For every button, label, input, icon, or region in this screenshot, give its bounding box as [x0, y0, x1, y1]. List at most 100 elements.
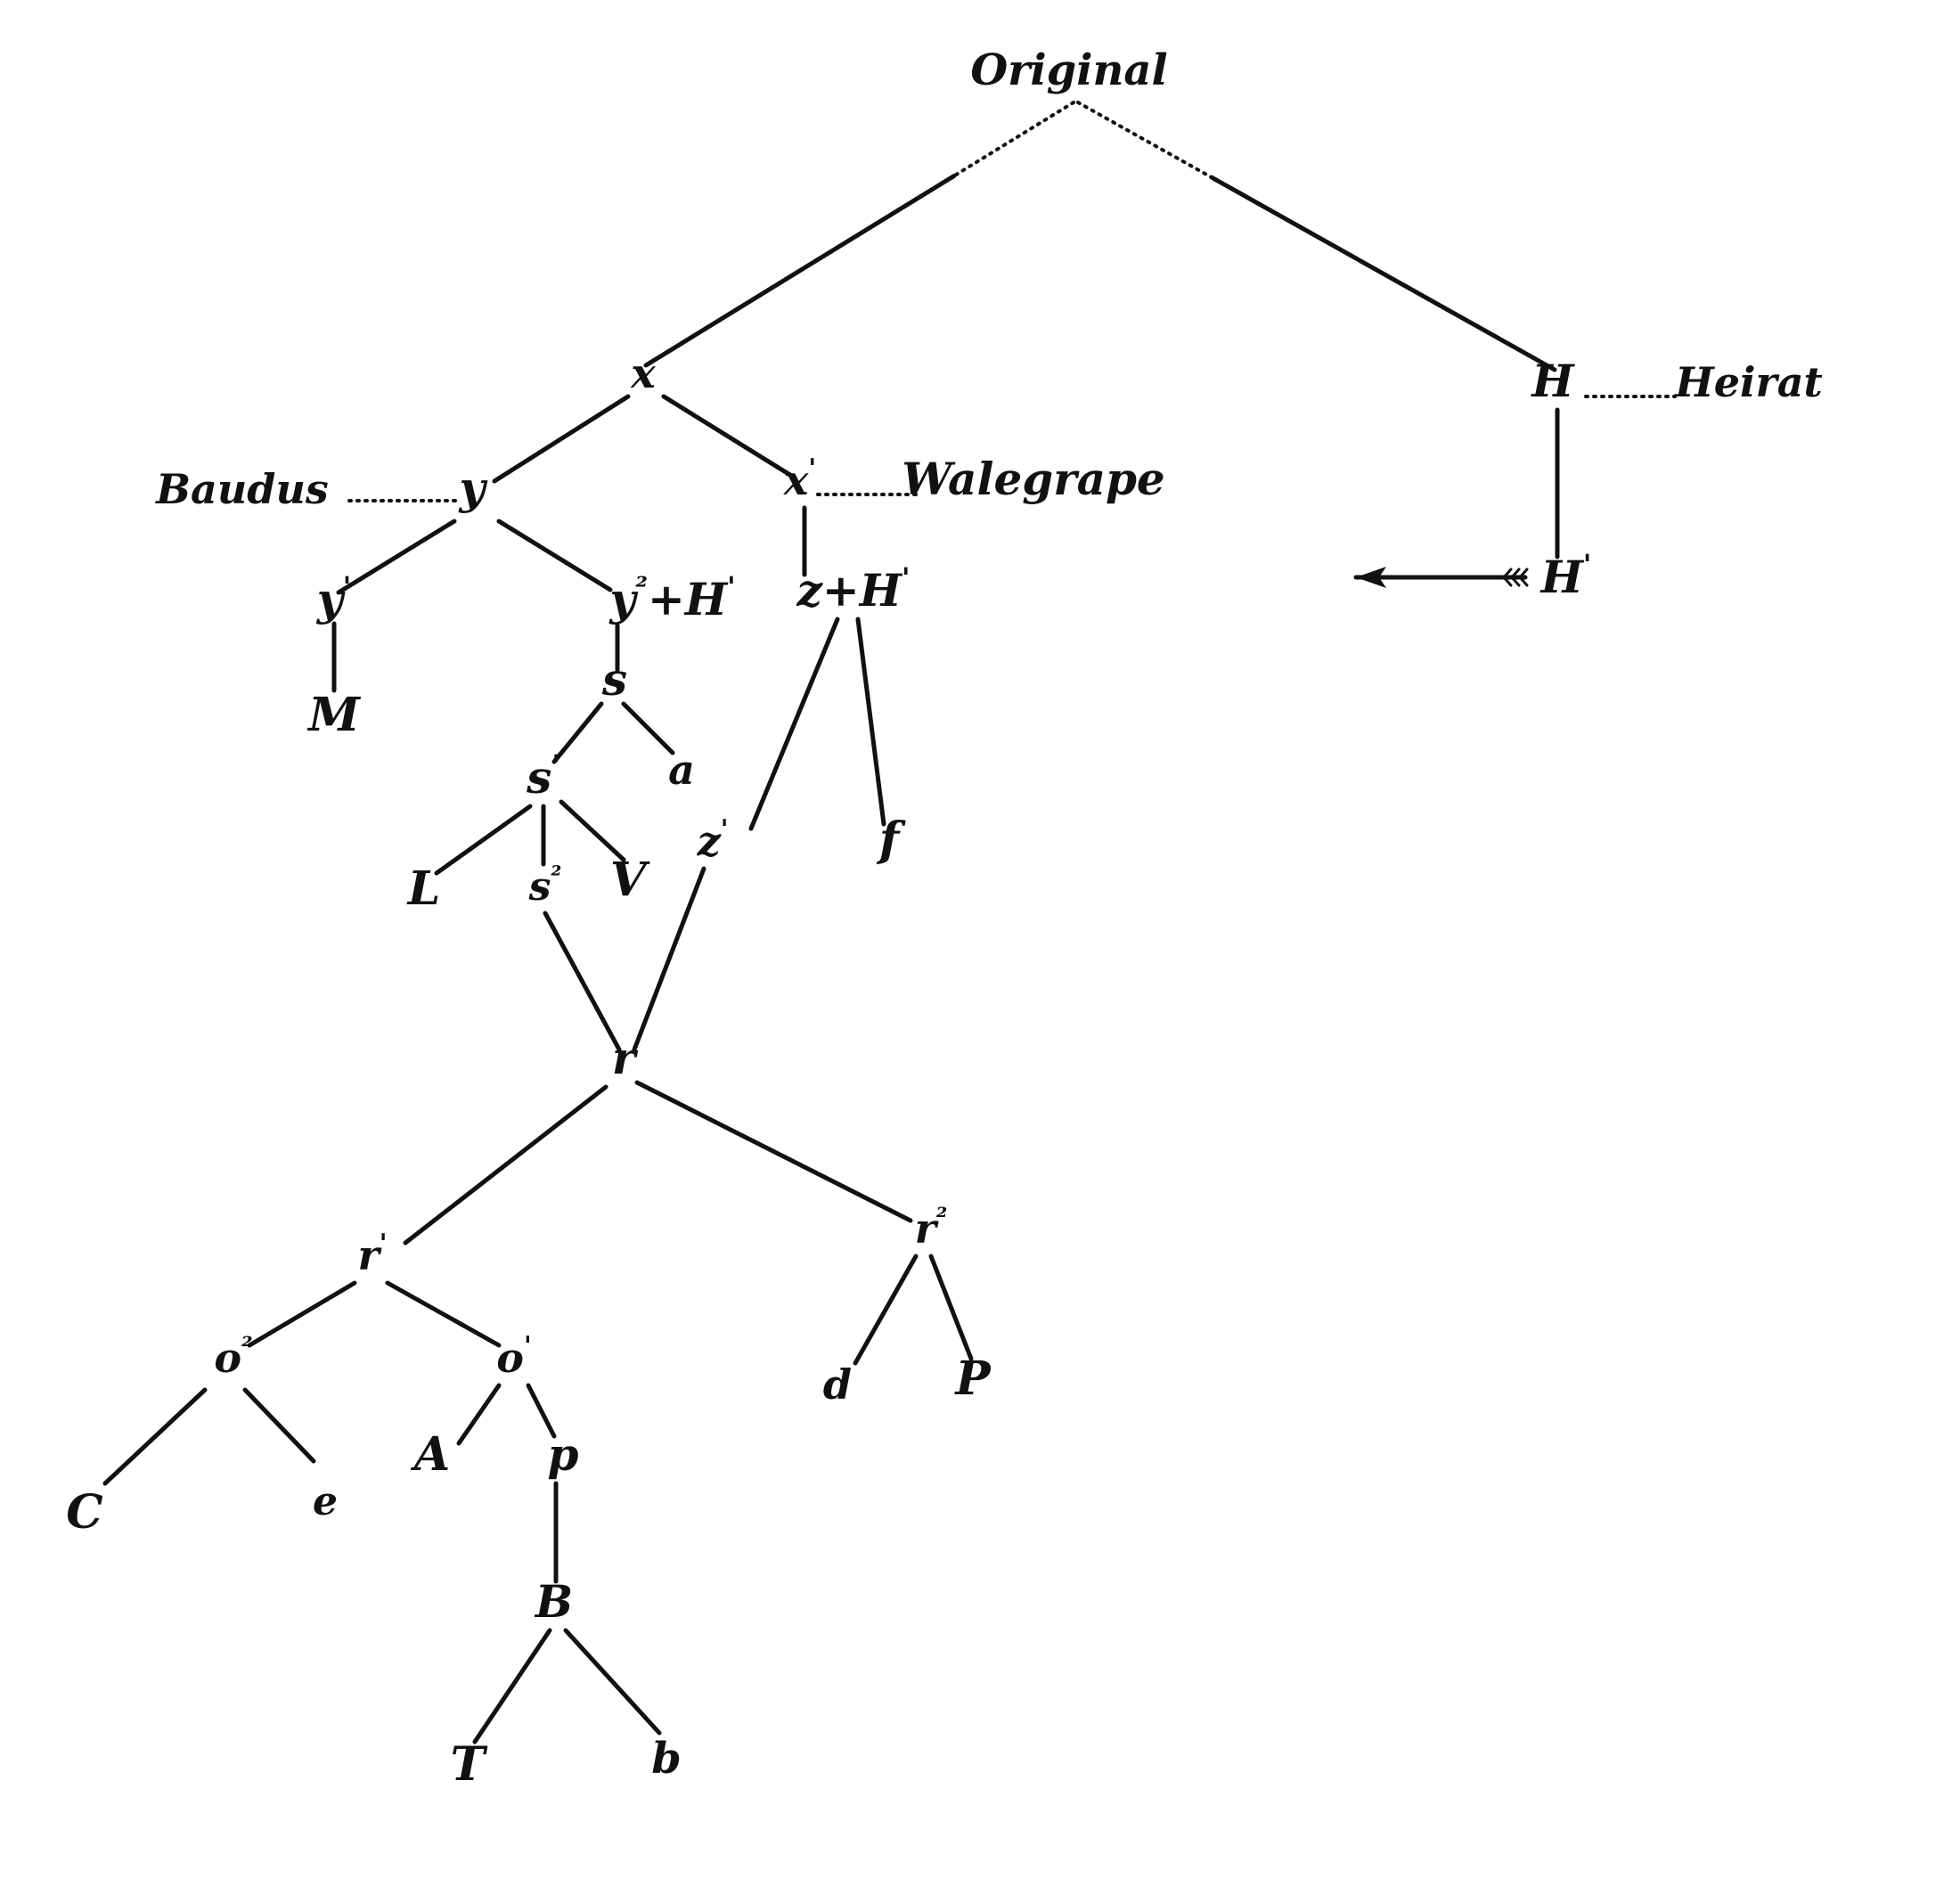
node-B: B — [534, 1575, 573, 1628]
node-b: b — [651, 1734, 682, 1784]
edge-r2-d — [853, 1254, 919, 1366]
edge-z-f — [855, 617, 886, 827]
edge-r-r2 — [634, 1080, 913, 1223]
edge-y-y1 — [336, 519, 457, 595]
edge-s1-V — [559, 799, 626, 862]
node-P: P — [953, 1352, 992, 1406]
node-label-text: z — [697, 817, 722, 865]
edge-x-y — [492, 394, 631, 484]
node-label-text: T — [451, 1737, 488, 1792]
node-x: x — [630, 349, 656, 397]
node-label-text: y — [458, 462, 487, 514]
node-label-text: x — [630, 349, 656, 397]
node-M: M — [306, 688, 361, 742]
node-o1: o' — [496, 1331, 531, 1382]
edge-s-a — [621, 701, 675, 756]
node-original: Original — [970, 45, 1167, 95]
node-label-text: e — [313, 1479, 338, 1524]
node-a: a — [668, 746, 695, 794]
node-y: y — [458, 462, 487, 514]
node-label-text: A — [410, 1427, 450, 1482]
node-suffix-superscript: ' — [902, 562, 911, 594]
node-o2: o² — [214, 1331, 252, 1382]
node-s: s — [601, 653, 627, 706]
edge-y-y2 — [496, 519, 613, 592]
node-label-text: z — [796, 564, 823, 617]
node-label-text: p — [548, 1428, 579, 1481]
node-label-text: V — [610, 853, 650, 907]
node-p: p — [548, 1428, 579, 1481]
node-T: T — [451, 1737, 488, 1792]
edge-r-r1 — [403, 1084, 608, 1246]
node-e: e — [313, 1479, 338, 1524]
node-z1: z' — [697, 814, 729, 865]
node-label-text: r — [915, 1205, 940, 1253]
arrowhead-icon — [1356, 567, 1386, 588]
node-superscript: ' — [1583, 549, 1592, 581]
node-s1: s' — [526, 749, 560, 804]
edge-s-s1 — [551, 701, 604, 764]
node-superscript: ' — [524, 1331, 532, 1361]
node-suffix: +H — [648, 573, 729, 625]
edge-o2-C — [102, 1387, 208, 1486]
node-r1: r' — [358, 1229, 388, 1279]
node-superscript: ' — [380, 1229, 388, 1259]
edge-o1-p — [526, 1383, 557, 1439]
edge-original-x — [643, 174, 957, 368]
edge-s2-r — [543, 911, 622, 1052]
edge-original-H-dotted — [1076, 101, 1213, 179]
node-s2: s² — [528, 862, 562, 910]
node-superscript: ² — [936, 1202, 948, 1232]
node-superscript: ² — [551, 862, 561, 890]
node-label-text: x — [783, 456, 809, 504]
node-label-text: a — [668, 746, 695, 794]
arrow-fletching — [1518, 568, 1529, 587]
node-label-text: L — [406, 862, 441, 916]
node-label-text: s — [526, 751, 551, 804]
node-label-text: M — [306, 688, 361, 742]
edge-B-T — [472, 1628, 552, 1744]
node-superscript: ² — [241, 1331, 253, 1361]
node-label-text: s — [601, 653, 627, 706]
node-label-text: s — [528, 864, 551, 910]
node-label-text: o — [496, 1334, 524, 1382]
node-y1: y' — [316, 571, 352, 625]
node-label-text: b — [651, 1734, 682, 1784]
stemma-edges — [102, 101, 1677, 1744]
node-superscript: ' — [343, 571, 352, 603]
node-label-text: d — [823, 1360, 852, 1409]
node-L: L — [406, 862, 441, 916]
arrow-fletching — [1502, 568, 1513, 587]
node-z: z+H' — [796, 562, 910, 617]
node-suffix: +H — [822, 564, 903, 617]
node-label-text: C — [66, 1485, 102, 1540]
node-label-text: H — [1539, 551, 1585, 603]
node-f: f — [876, 813, 906, 867]
node-label-text: H — [1530, 355, 1575, 407]
node-label-text: Heirat — [1673, 358, 1823, 406]
edge-r1-o1 — [385, 1280, 502, 1348]
node-suffix-superscript: ' — [727, 571, 736, 603]
arrow-fletching — [1510, 568, 1521, 587]
node-Hp: H' — [1539, 549, 1592, 603]
node-superscript: ' — [551, 749, 560, 781]
edge-z-z1 — [748, 617, 840, 831]
node-r: r — [612, 1032, 639, 1084]
node-r2: r² — [915, 1202, 948, 1253]
node-baudus: Baudus — [154, 465, 329, 513]
node-H: H — [1530, 355, 1575, 407]
node-label-text: r — [612, 1032, 639, 1084]
node-label-text: Original — [970, 45, 1167, 95]
node-label-text: Walegrape — [902, 453, 1164, 505]
edge-original-x-dotted — [951, 101, 1075, 178]
node-heirat: Heirat — [1673, 358, 1823, 406]
node-y2: y²+H' — [608, 571, 735, 625]
edge-r2-P — [928, 1254, 974, 1361]
node-label-text: y — [316, 573, 346, 625]
node-superscript: ' — [808, 453, 816, 484]
edge-o1-A — [456, 1383, 502, 1446]
node-label-text: y — [608, 573, 638, 625]
node-superscript: ' — [721, 814, 729, 845]
